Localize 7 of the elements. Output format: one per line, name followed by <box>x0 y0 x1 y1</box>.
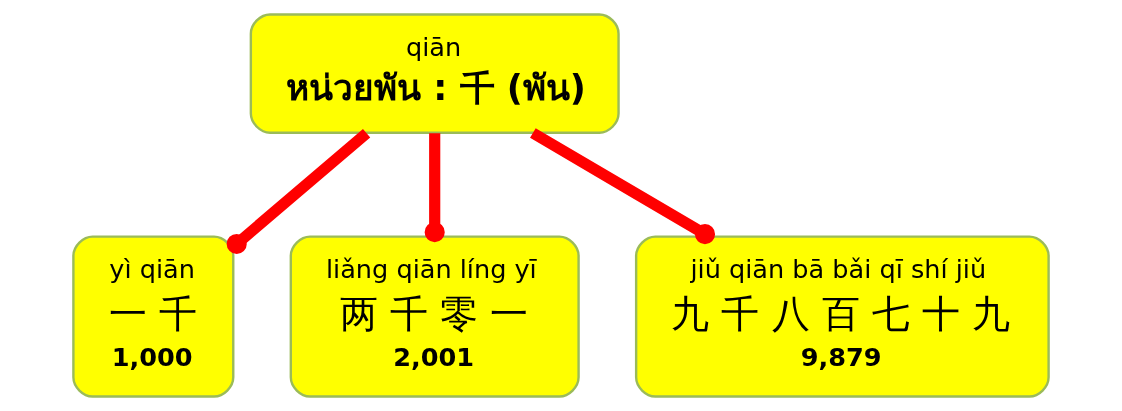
node-box: jiǔ qiān bā bǎi qī shí jiǔ 九 千 八 百 七 十 九 9,879 <box>634 235 1050 398</box>
node-box: qiān หน่วยพัน : 千 (พัน) <box>249 13 620 134</box>
connector <box>530 128 716 245</box>
connector <box>424 133 445 243</box>
node-box: yì qiān 一 千 1,000 <box>72 235 235 398</box>
connector <box>226 129 371 255</box>
node-box: liǎng qiān líng yī 两 千 零 一 2,001 <box>289 235 580 398</box>
